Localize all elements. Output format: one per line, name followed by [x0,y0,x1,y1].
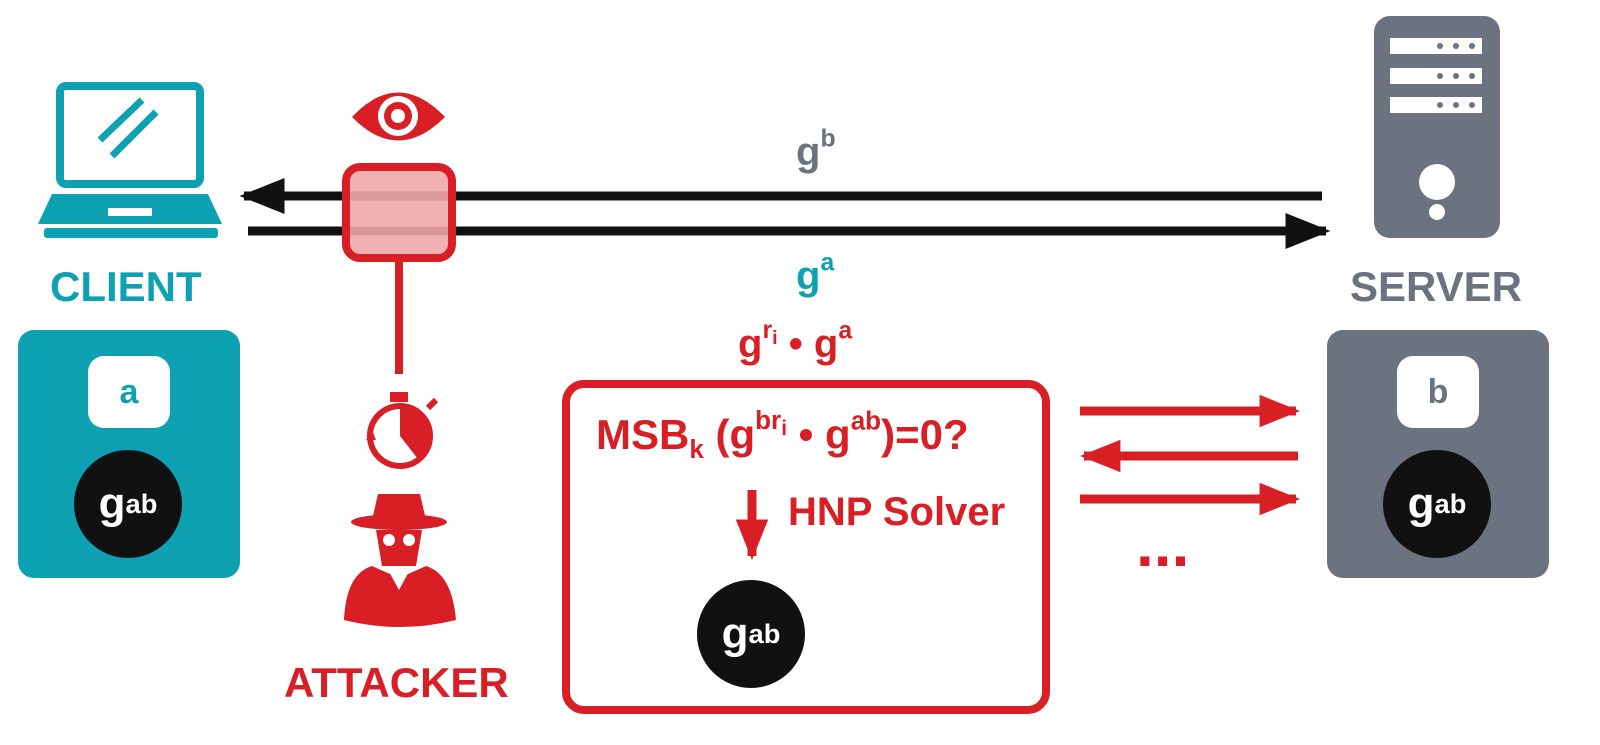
oracle-exp1-sub: i [781,418,787,441]
server-private-key: b [1397,356,1479,428]
spy-hat-icon [344,494,456,627]
inj-exp1: r [762,317,772,344]
stopwatch-icon [366,392,436,466]
oracle-msb: MSB [596,411,689,458]
more-queries-ellipsis: ... [1136,512,1189,576]
inj-dot: • [789,322,803,366]
oracle-open: ( [716,411,730,458]
inj-exp1-sub: i [772,327,778,349]
client-key-value: a [120,373,139,412]
oracle-msb-sub: k [689,434,703,464]
oracle-exp1: br [755,405,781,435]
recovered-secret-base: g [722,609,749,659]
server-tower-icon [1374,16,1500,238]
message-client-to-server: ga [796,256,834,296]
oracle-g2: g [825,411,851,458]
message-injected: gri • ga [738,324,852,364]
server-secret-base: g [1408,479,1435,529]
client-secret-base: g [99,479,126,529]
msg-a-exp: a [820,249,834,276]
msg-b-base: g [796,130,820,174]
message-server-to-client: gb [796,132,836,172]
client-label: CLIENT [50,266,202,308]
oracle-close: )=0? [881,411,969,458]
inj-base1: g [738,322,762,366]
inj-base2: g [814,322,838,366]
laptop-icon [38,86,222,238]
oracle-g1: g [730,411,756,458]
msg-b-exp: b [820,125,835,152]
hnp-solver-label: HNP Solver [788,492,1005,532]
interception-box [346,167,452,258]
eye-target-icon [352,93,445,141]
inj-exp2: a [838,317,852,344]
server-label: SERVER [1350,266,1522,308]
client-private-key: a [88,356,170,428]
oracle-equation: MSBk (gbri • gab)=0? [596,414,969,456]
oracle-dot: • [799,411,814,458]
attacker-label: ATTACKER [284,662,509,704]
server-key-value: b [1428,373,1449,412]
oracle-exp2: ab [851,405,881,435]
msg-a-base: g [796,254,820,298]
